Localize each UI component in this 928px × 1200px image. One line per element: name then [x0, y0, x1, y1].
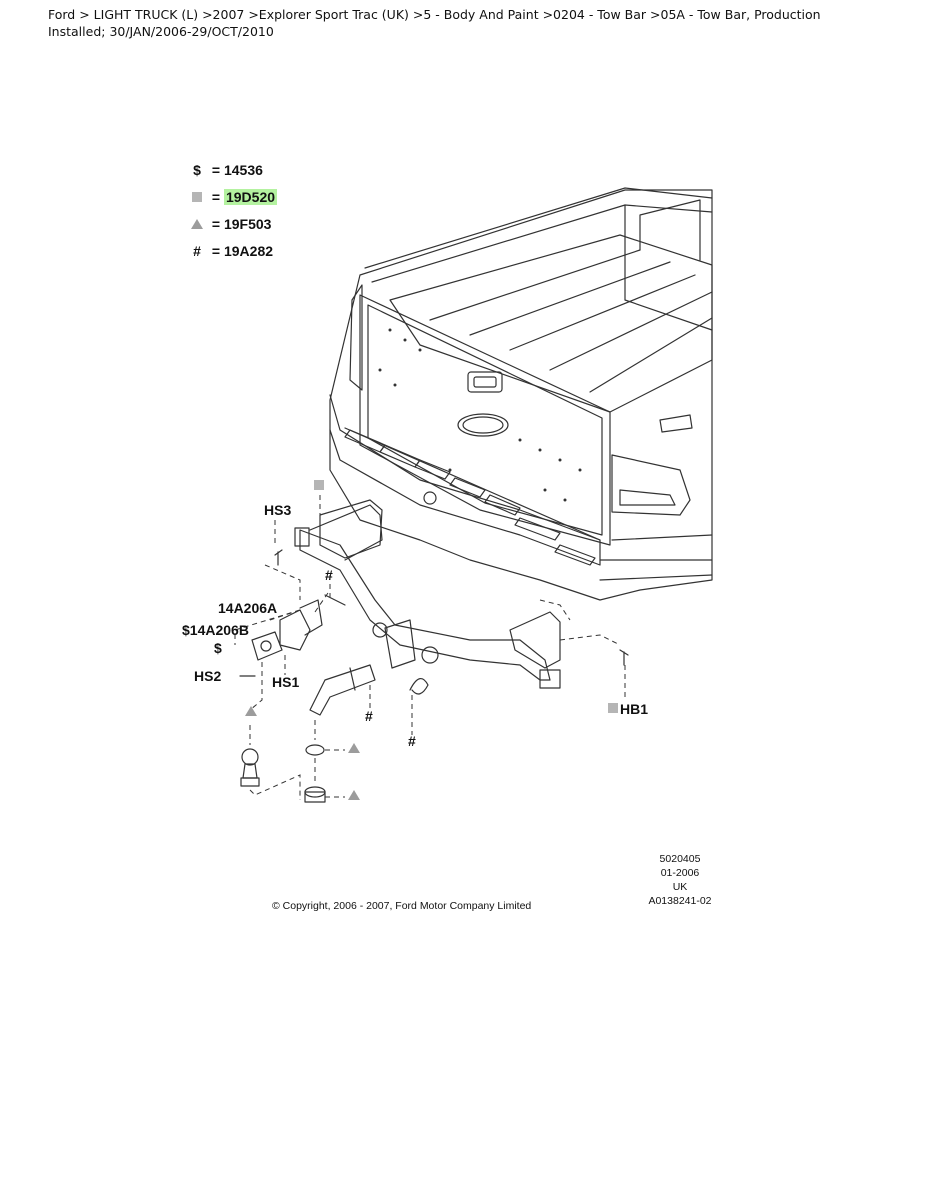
label-hb1: HB1 [620, 701, 649, 717]
tailgate [359, 294, 611, 546]
tow-ball [241, 748, 259, 766]
label-hash-clip: # [408, 733, 416, 749]
right-tail-lamp [611, 454, 691, 516]
gray-triangle-icon [191, 218, 203, 229]
bed-top-rail [364, 187, 713, 269]
hash-symbol: # [193, 243, 201, 259]
tailgate-handle [467, 371, 503, 393]
breadcrumb: Ford > LIGHT TRUCK (L) >2007 >Explorer S… [48, 7, 821, 39]
hitch-pin [324, 594, 346, 606]
legend-row-hash: # = 19A282 [190, 241, 273, 261]
illustration-number: 5020405 [659, 853, 701, 865]
left-bracket [319, 499, 383, 559]
illustration-date: 01-2006 [660, 867, 700, 879]
gray-triangle-icon [348, 743, 360, 753]
bolt-hs3 [274, 549, 283, 566]
copyright: © Copyright, 2006 - 2007, Ford Motor Com… [272, 900, 532, 912]
label-hash-mount: # [365, 708, 373, 724]
legend-row-square: = 19D520 [190, 187, 278, 207]
bed-floor [389, 234, 713, 413]
electrical-socket [251, 631, 283, 661]
illustration-region: UK [672, 881, 688, 893]
gray-square-icon [314, 480, 324, 490]
label-14a206b: $14A206B [182, 622, 249, 638]
ball-mount [309, 664, 376, 716]
legend-part-dollar: 14536 [223, 162, 263, 178]
socket-bracket [279, 609, 311, 651]
left-tail-lamp [349, 284, 363, 391]
label-hs2: HS2 [194, 668, 222, 684]
rear-bumper [329, 394, 601, 566]
legend-eq: = [211, 243, 221, 259]
tow-bar-crossmember [299, 529, 551, 681]
gray-triangle-icon [348, 790, 360, 800]
label-hs3: HS3 [264, 502, 292, 518]
bolt-hb1 [619, 649, 629, 666]
legend-eq: = [211, 162, 221, 178]
label-hs1: HS1 [272, 674, 300, 690]
truck-bed-outline [329, 189, 713, 601]
label-14a206a: 14A206A [218, 600, 278, 616]
gray-triangle-icon [245, 706, 257, 716]
hitch-clip [409, 678, 429, 695]
label-hash-pin: # [325, 567, 333, 583]
illustration-meta: 5020405 01-2006 UK A0138241-02 [640, 852, 720, 908]
gray-square-icon [192, 192, 202, 203]
legend-row-triangle: = 19F503 [190, 214, 271, 234]
nut [304, 791, 326, 803]
legend-part-square-highlighted[interactable]: 19D520 [223, 189, 278, 205]
receiver-hitch [384, 619, 416, 669]
legend-part-hash: 19A282 [223, 243, 274, 259]
legend-eq: = [211, 216, 221, 232]
right-bracket [509, 611, 561, 669]
illustration-ref: A0138241-02 [648, 895, 712, 907]
dollar-symbol: $ [193, 162, 201, 178]
label-dollar: $ [214, 640, 222, 656]
legend-part-triangle: 19F503 [223, 216, 272, 232]
legend-eq: = [211, 189, 221, 205]
washer [305, 744, 325, 756]
bumper-step-pads [344, 429, 596, 566]
gray-square-icon [608, 703, 618, 713]
ford-badge [457, 413, 509, 437]
legend-row-dollar: $ = 14536 [190, 160, 263, 180]
